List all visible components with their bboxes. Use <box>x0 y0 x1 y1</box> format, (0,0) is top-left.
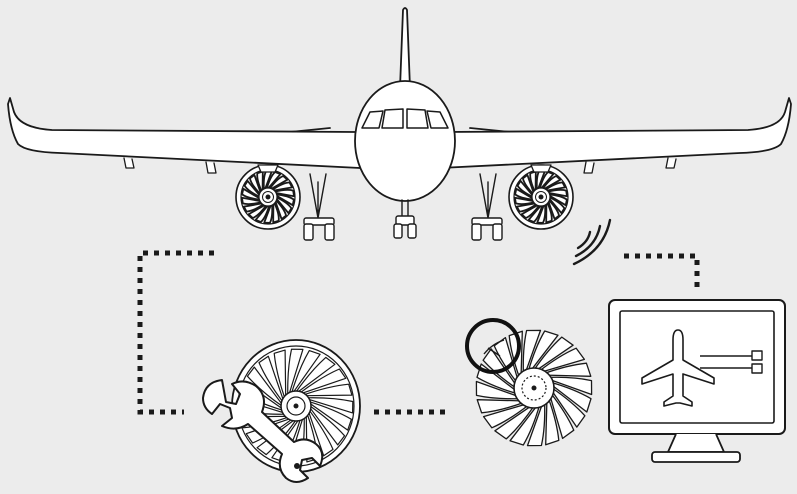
connector-signal-to-monitor <box>624 256 697 289</box>
right-engine-icon <box>509 165 573 229</box>
engine-fan-damage-icon <box>467 320 592 446</box>
connector-aircraft-to-maintenance <box>140 253 214 412</box>
left-engine-icon <box>236 165 300 229</box>
wifi-signal-icon <box>574 220 610 264</box>
monitor-airplane-icon <box>609 300 785 462</box>
airplane-front-icon <box>8 8 791 240</box>
engine-fan-with-wrench-icon <box>203 340 360 482</box>
